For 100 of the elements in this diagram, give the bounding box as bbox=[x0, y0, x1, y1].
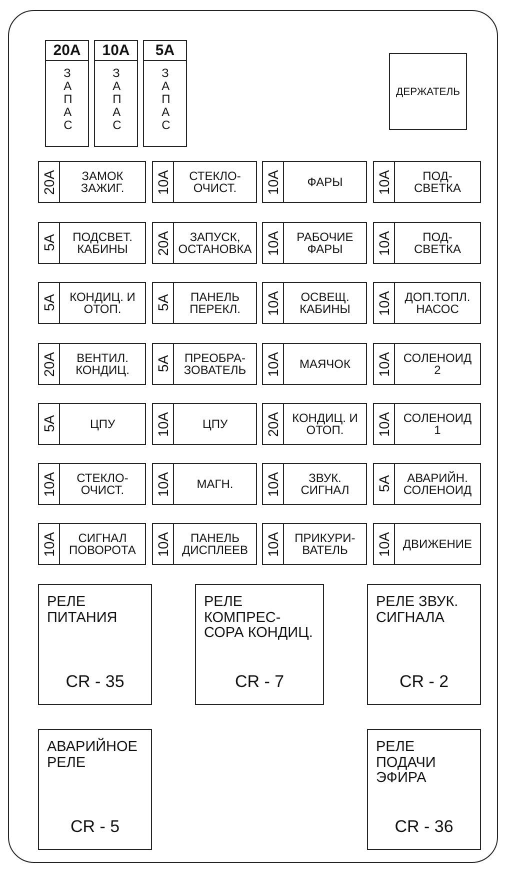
amperage-label: 10A bbox=[266, 472, 280, 496]
fuse-slot bbox=[152, 523, 257, 565]
fuse-slot bbox=[262, 463, 367, 505]
relay-code: CR - 35 bbox=[64, 672, 126, 692]
fuse-label: ПАНЕЛЬ ПЕРЕКЛ. bbox=[188, 290, 242, 316]
fuse-slot bbox=[373, 463, 481, 505]
amperage-label: 10A bbox=[266, 290, 280, 316]
fuse-label: РАБОЧИЕ ФАРЫ bbox=[296, 230, 354, 256]
relay-label: АВАРИЙНОЕ РЕЛЕ bbox=[47, 740, 138, 771]
fuse-slot bbox=[38, 463, 146, 505]
fuse-label: ЗАМОК ЗАЖИГ. bbox=[80, 170, 126, 194]
fuse-label: ФАРЫ bbox=[307, 176, 343, 188]
amperage-label: 10A bbox=[266, 170, 280, 194]
relay-label: РЕЛЕ ПИТАНИЯ bbox=[47, 595, 118, 626]
fuse-slot bbox=[373, 222, 481, 264]
fuse-slot bbox=[152, 463, 257, 505]
fuse-label: ЦПУ bbox=[202, 418, 228, 430]
fuse-label: ПАНЕЛЬ ДИСПЛЕЕВ bbox=[181, 532, 249, 556]
amperage-label: 10A bbox=[377, 230, 391, 256]
fuse-label: ЗВУК. СИГНАЛ bbox=[300, 472, 350, 496]
spare-fuse-slot bbox=[94, 40, 138, 147]
relay-socket bbox=[367, 584, 481, 705]
holder-label: ДЕРЖАТЕЛЬ bbox=[396, 86, 460, 98]
relay-code: CR - 5 bbox=[69, 817, 121, 837]
fuse-slot bbox=[373, 403, 481, 445]
fuse-slot bbox=[262, 161, 367, 203]
fuse-slot bbox=[262, 343, 367, 385]
amperage-label: 20A bbox=[42, 170, 56, 194]
spare-fuse-slot bbox=[45, 40, 89, 147]
fuse-label: ПОДСВЕТ. КАБИНЫ bbox=[72, 230, 134, 256]
amperage-label: 10A bbox=[42, 472, 56, 496]
fuse-label: СТЕКЛО- ОЧИСТ. bbox=[188, 170, 242, 194]
fuse-label: ПРЕОБРА- ЗОВАТЕЛЬ bbox=[182, 352, 248, 376]
amperage-label: 10A bbox=[266, 532, 280, 556]
fuse-slot bbox=[262, 222, 367, 264]
fuse-label: АВАРИЙН. СОЛЕНОИД bbox=[402, 472, 473, 496]
amperage-label: 10A bbox=[156, 532, 170, 556]
fuse-slot bbox=[38, 161, 146, 203]
amperage-label: 20A bbox=[266, 412, 280, 436]
amperage-label: 5A bbox=[377, 475, 391, 493]
fuse-label: ЗАПУСК, ОСТАНОВКА bbox=[177, 230, 253, 256]
fuse-label: ВЕНТИЛ. КОНДИЦ. bbox=[74, 352, 130, 376]
fuse-slot bbox=[373, 161, 481, 203]
amperage-label: 10A bbox=[266, 230, 280, 256]
fuse-label: ПРИКУРИ- ВАТЕЛЬ bbox=[294, 532, 356, 556]
fuse-slot bbox=[373, 282, 481, 324]
amperage-label: 5A bbox=[42, 415, 56, 433]
relay-code: CR - 2 bbox=[398, 672, 450, 692]
fuse-label: ДВИЖЕНИЕ bbox=[402, 538, 472, 550]
fuse-label: КОНДИЦ. И ОТОП. bbox=[291, 412, 359, 436]
fuse-label: ПОД- СВЕТКА bbox=[413, 170, 462, 194]
fuse-label: СОЛЕНОИД 2 bbox=[402, 352, 473, 376]
relay-socket bbox=[195, 584, 324, 705]
fuse-label: ПОД- СВЕТКА bbox=[413, 230, 462, 256]
relay-label: РЕЛЕ КОМПРЕС- СОРА КОНДИЦ. bbox=[204, 595, 314, 642]
fuse-slot bbox=[152, 343, 257, 385]
fuse-label: ЦПУ bbox=[90, 418, 116, 430]
fuse-slot bbox=[373, 523, 481, 565]
fuse-slot bbox=[152, 282, 257, 324]
amperage-label: 10A bbox=[156, 412, 170, 436]
fuse-label: ДОП.ТОПЛ. НАСОС bbox=[404, 290, 472, 316]
fuse-slot bbox=[38, 282, 146, 324]
spare-label: ЗАПАС bbox=[162, 67, 168, 132]
spare-label: ЗАПАС bbox=[64, 67, 70, 132]
fuse-label: МАГН. bbox=[196, 478, 234, 490]
relay-code: CR - 7 bbox=[234, 672, 286, 692]
fuse-slot bbox=[373, 343, 481, 385]
amperage-label: 5A bbox=[42, 294, 56, 312]
fuse-slot bbox=[38, 403, 146, 445]
amperage-label: 20A bbox=[156, 230, 170, 256]
spare-fuse-slot bbox=[143, 40, 187, 147]
relay-code: CR - 36 bbox=[394, 817, 454, 837]
amperage-label: 5A bbox=[144, 41, 186, 61]
fuse-slot bbox=[262, 282, 367, 324]
fuse-slot bbox=[262, 523, 367, 565]
fuse-label: СТЕКЛО- ОЧИСТ. bbox=[76, 472, 130, 496]
amperage-label: 10A bbox=[377, 412, 391, 436]
fuse-slot bbox=[38, 523, 146, 565]
amperage-label: 10A bbox=[377, 170, 391, 194]
amperage-label: 5A bbox=[156, 355, 170, 373]
amperage-label: 10A bbox=[377, 290, 391, 316]
fuse-slot bbox=[262, 403, 367, 445]
amperage-label: 10A bbox=[377, 352, 391, 376]
fuse-label: КОНДИЦ. И ОТОП. bbox=[68, 290, 136, 316]
fuse-slot bbox=[38, 343, 146, 385]
fuse-holder bbox=[389, 53, 467, 130]
amperage-label: 10A bbox=[95, 41, 137, 61]
amperage-label: 20A bbox=[46, 41, 88, 61]
spare-label: ЗАПАС bbox=[112, 67, 120, 132]
fuse-label: МАЯЧОК bbox=[300, 358, 350, 370]
fuse-slot bbox=[152, 161, 257, 203]
amperage-label: 10A bbox=[42, 532, 56, 556]
fuse-label: ОСВЕЩ. КАБИНЫ bbox=[298, 290, 352, 316]
relay-socket bbox=[38, 729, 152, 850]
fuse-label: СИГНАЛ ПОВОРОТА bbox=[68, 532, 137, 556]
amperage-label: 5A bbox=[42, 234, 56, 252]
amperage-label: 5A bbox=[156, 294, 170, 312]
amperage-label: 10A bbox=[266, 352, 280, 376]
amperage-label: 10A bbox=[156, 472, 170, 496]
relay-socket bbox=[38, 584, 152, 705]
